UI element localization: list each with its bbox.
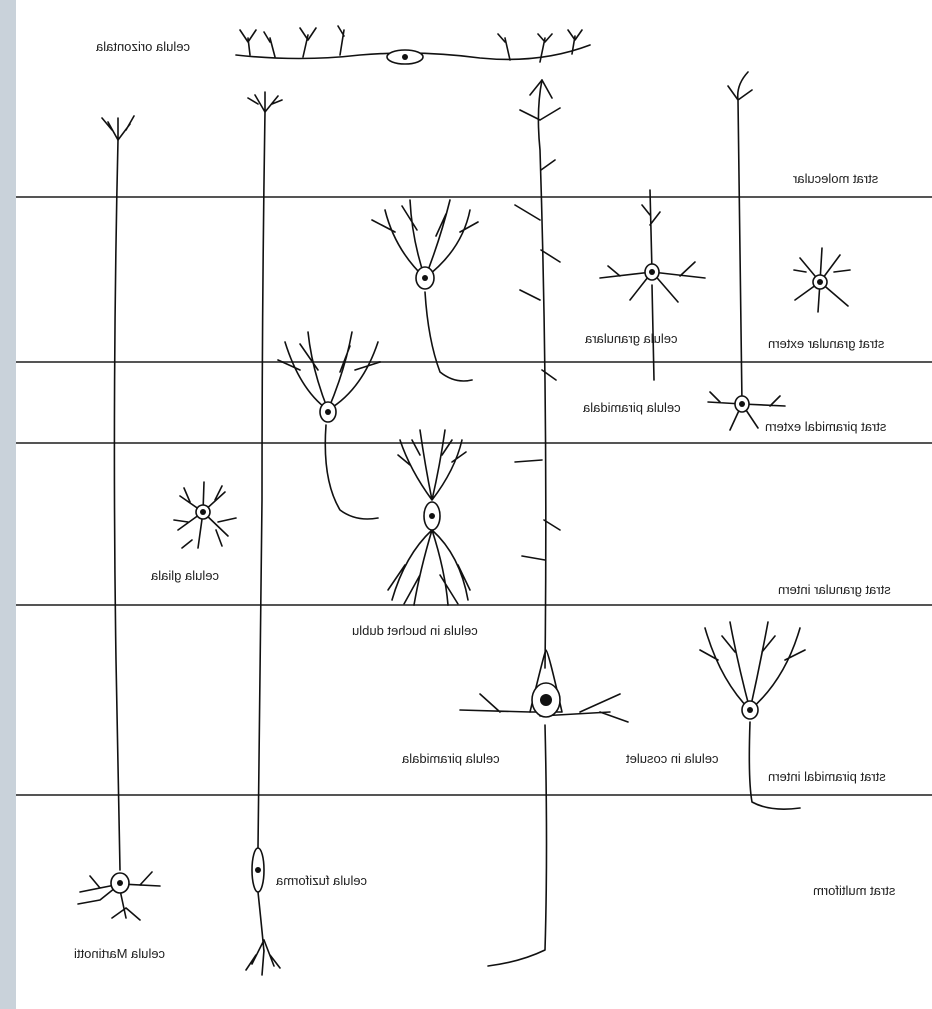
- cell-label-martinotti: celula Martinotti: [74, 947, 165, 961]
- glial-cell: [174, 482, 236, 548]
- cell-label-fuziforma: celula fuziforma: [276, 874, 367, 888]
- horizontal-cell: [236, 26, 590, 64]
- cell-label-gliala: celula gliala: [151, 569, 219, 583]
- layer-label-granular-extern: strat granular extern: [768, 337, 884, 351]
- cell-label-piramidala-extern: celula piramidala: [583, 401, 681, 415]
- granular-cell: [600, 190, 705, 380]
- pyramidal-cell-mid: [278, 332, 380, 519]
- layer-label-granular-intern: strat granular intern: [778, 583, 891, 597]
- stellate-cell: [794, 248, 850, 312]
- pyramidal-cell-upper: [372, 200, 478, 381]
- cell-label-piramidala-intern: celula piramidala: [402, 752, 500, 766]
- pyramidal-cell-small: [708, 72, 785, 430]
- layer-label-molecular: strat molecular: [793, 172, 878, 186]
- pyramidal-cell-large: [460, 80, 628, 966]
- layer-label-multiform: strat multiform: [813, 884, 895, 898]
- fusiform-cell: [246, 92, 282, 975]
- cell-label-cosulet: celula in cosulet: [626, 752, 719, 766]
- cell-label-buchet-dublu: celula in buchet dublu: [352, 624, 478, 638]
- cell-label-orizontala: celula orizontala: [96, 40, 190, 54]
- cell-label-granulara: celula granulara: [585, 332, 678, 346]
- layer-label-piramidal-intern: strat piramidal intern: [768, 770, 886, 784]
- double-bouquet-cell: [388, 430, 470, 605]
- martinotti-cell: [78, 116, 160, 920]
- layer-label-piramidal-extern: strat piramidal extern: [765, 420, 886, 434]
